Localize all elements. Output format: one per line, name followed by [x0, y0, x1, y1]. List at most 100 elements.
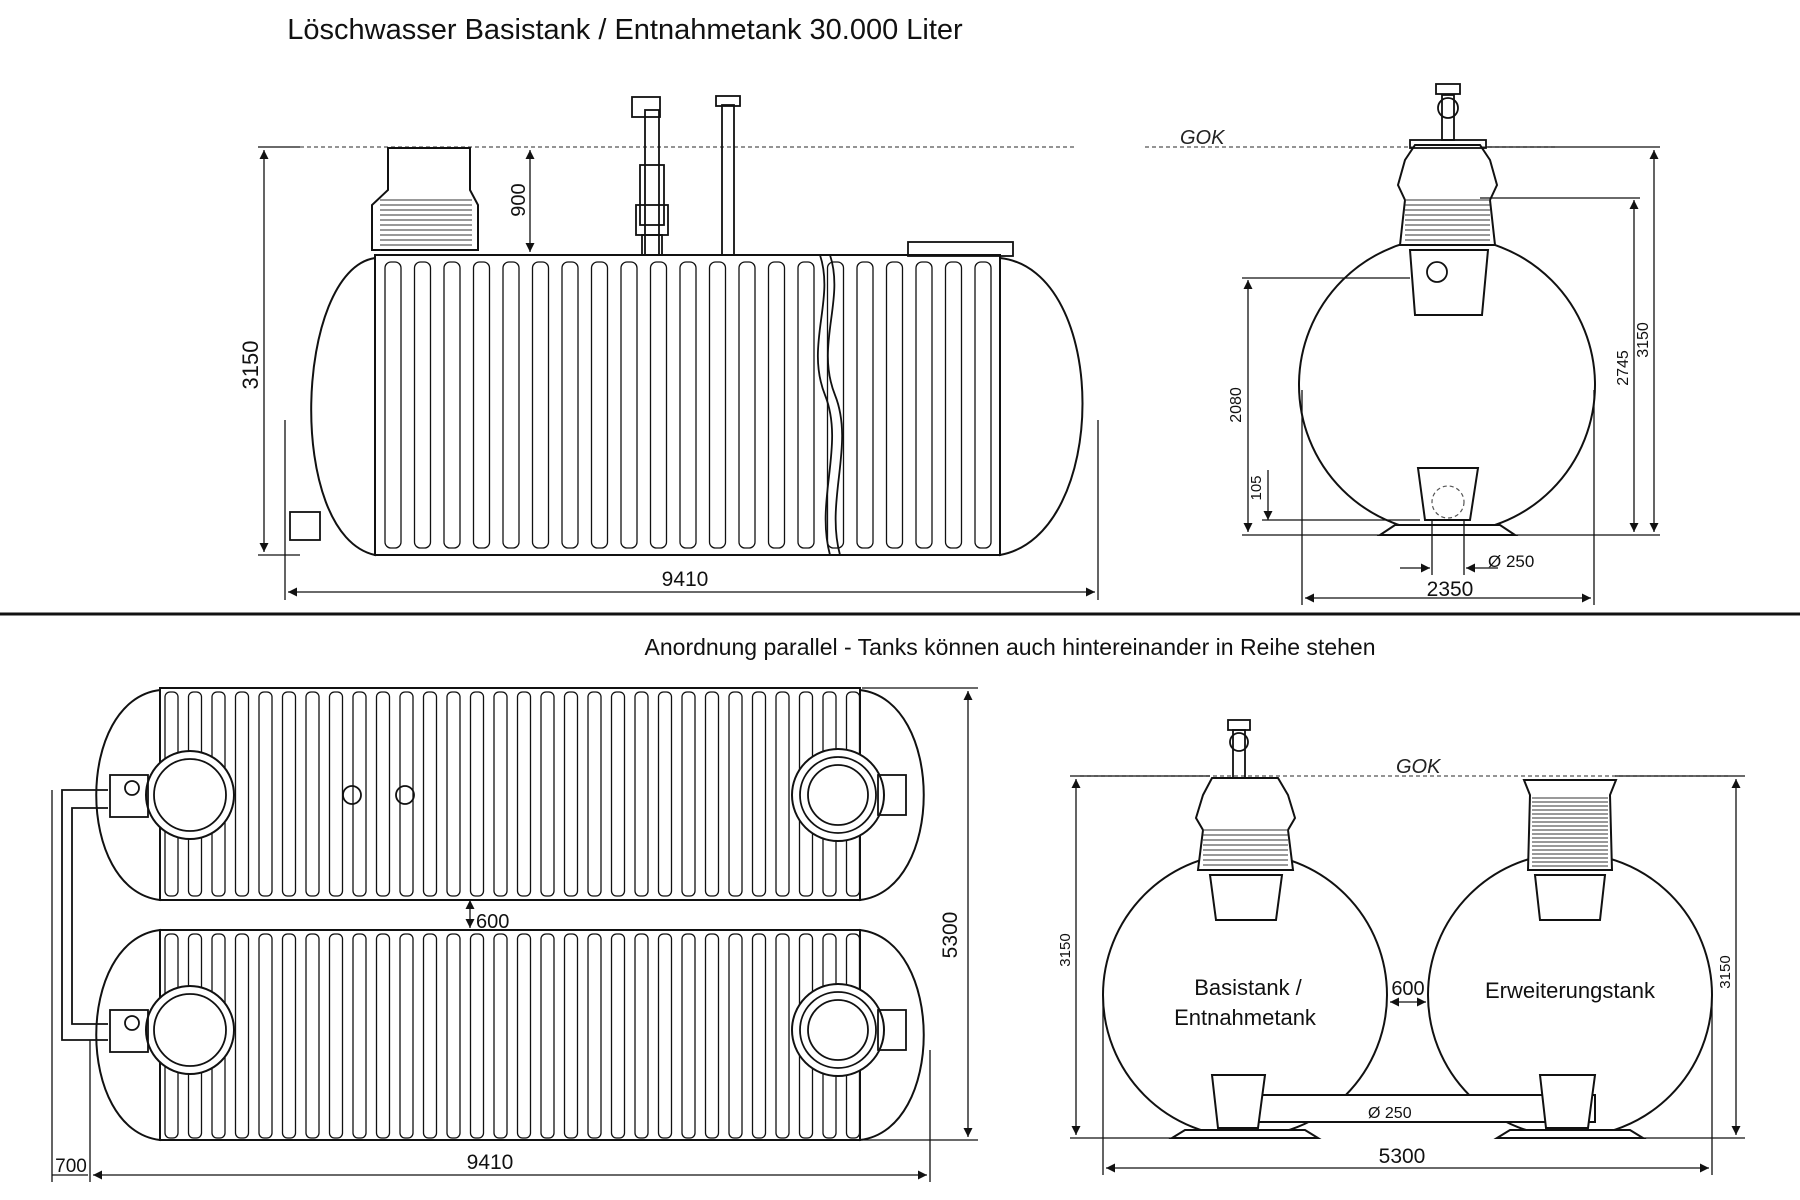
tank-rib — [738, 261, 756, 549]
top-pipe — [1441, 94, 1455, 141]
page-subtitle: Anordnung parallel - Tanks können auch h… — [644, 634, 1376, 660]
end-cover — [907, 241, 1014, 257]
tank-rib — [281, 691, 297, 897]
tank-rib — [328, 691, 344, 897]
dim-right-height-label: 3150 — [1717, 955, 1734, 988]
side-port-lower — [109, 1009, 149, 1053]
connector-right-upper — [877, 774, 907, 816]
break-line-2 — [827, 254, 844, 556]
tank-rib — [384, 261, 402, 549]
tank-rib — [352, 933, 367, 1139]
tank-rib — [422, 933, 438, 1139]
tank-rib — [234, 691, 250, 897]
tank-rib — [681, 691, 696, 897]
tank-rib — [563, 933, 579, 1139]
tank-rib — [679, 261, 697, 549]
dim-cover-depth-label: 900 — [508, 183, 530, 216]
tank-rib — [775, 691, 790, 897]
tank-rib — [375, 691, 391, 897]
inlet-bracket — [1408, 249, 1490, 316]
tank-rib — [493, 691, 508, 897]
dim-2080-label: 2080 — [1228, 387, 1245, 423]
base-tank-shaft — [1194, 777, 1297, 871]
extension-tank-bracket — [1533, 874, 1607, 921]
dim-plan-width-label: 5300 — [939, 912, 962, 959]
tank-rib — [751, 691, 767, 897]
tank-rib — [657, 691, 673, 897]
tank-rib — [708, 261, 727, 549]
extension-tank-shaft — [1522, 779, 1618, 871]
bottom-outlet — [1416, 467, 1480, 521]
tank-rib — [728, 691, 743, 897]
tank-rib — [234, 933, 250, 1139]
dim-diameter-label: Ø 250 — [1488, 552, 1534, 571]
side-view: 3150 900 9410 — [238, 95, 1099, 600]
tank-rib — [258, 691, 273, 897]
tank-rib — [590, 261, 609, 549]
manhole-right-upper — [791, 748, 885, 842]
tank-rib — [797, 261, 815, 549]
dim-length-label: 9410 — [662, 568, 709, 591]
tank-rib — [352, 691, 367, 897]
tank-rib — [649, 261, 668, 549]
tank-endcap-right — [999, 256, 1084, 557]
shaft-rings-cs — [1405, 199, 1490, 241]
tank-rib — [516, 691, 532, 897]
pipe-diameter-label: Ø 250 — [1368, 1105, 1412, 1122]
tank-rib — [587, 933, 602, 1139]
extension-tank-label: Erweiterungstank — [1485, 978, 1656, 1003]
dim-plan-length-label: 9410 — [467, 1151, 514, 1174]
tank-rib — [305, 933, 320, 1139]
tank-rib — [634, 691, 649, 897]
side-port-upper — [109, 774, 149, 818]
tank-rib — [305, 691, 320, 897]
gok-label: GOK — [1180, 127, 1226, 149]
vent-port-upper — [395, 785, 415, 805]
tank-ribs — [384, 261, 992, 549]
tank-rib — [328, 933, 344, 1139]
base-tank-bracket — [1208, 874, 1284, 921]
dim-offset-label: 700 — [55, 1156, 87, 1177]
inlet-port — [1426, 261, 1448, 283]
tank-endcap-left — [310, 256, 376, 557]
tank-rib — [944, 261, 963, 549]
tank-foot — [1376, 524, 1519, 536]
tank-rib — [974, 261, 992, 549]
tank-rib — [281, 933, 297, 1139]
tank-rib — [502, 261, 520, 549]
tank-rib — [443, 261, 461, 549]
base-tank-label-line1: Basistank / — [1194, 975, 1302, 1000]
dim-3150-cs-label: 3150 — [1635, 322, 1652, 358]
connecting-pipe — [61, 789, 108, 1041]
connector-right-lower — [877, 1009, 907, 1051]
manhole-left-lower — [145, 985, 235, 1075]
dim-left-height-label: 3150 — [1057, 933, 1074, 966]
dim-width-label: 2350 — [1427, 578, 1474, 601]
tank-rib — [422, 691, 438, 897]
tank-rib — [775, 933, 790, 1139]
manhole-right-lower — [791, 983, 885, 1077]
tank-rib — [634, 933, 649, 1139]
parallel-section-view: GOK Ø 250 Basistank / Entnahmetank Erwei… — [1057, 719, 1745, 1175]
tank-rib — [446, 933, 461, 1139]
tank-rib — [258, 933, 273, 1139]
tank-rib — [531, 261, 550, 549]
tank-rib — [446, 691, 461, 897]
base-tank-label-line2: Entnahmetank — [1174, 1005, 1317, 1030]
vent-pipe — [715, 95, 741, 256]
dim-tank-gap-label: 600 — [1391, 978, 1424, 1000]
shaft-rings — [380, 199, 472, 246]
tank-rib — [610, 933, 626, 1139]
top-pipe-head — [1437, 97, 1459, 119]
tank-rib — [540, 933, 555, 1139]
side-outlet — [289, 511, 321, 541]
tank-rib — [657, 933, 673, 1139]
vent-pipe-assembly — [631, 96, 669, 256]
dim-height-label: 3150 — [238, 341, 263, 390]
plan-view: 600 5300 9410 700 — [51, 687, 978, 1182]
tank-rib — [413, 261, 432, 549]
tank-rib — [540, 691, 555, 897]
tank-rib — [472, 261, 491, 549]
manhole-left-upper — [145, 750, 235, 840]
